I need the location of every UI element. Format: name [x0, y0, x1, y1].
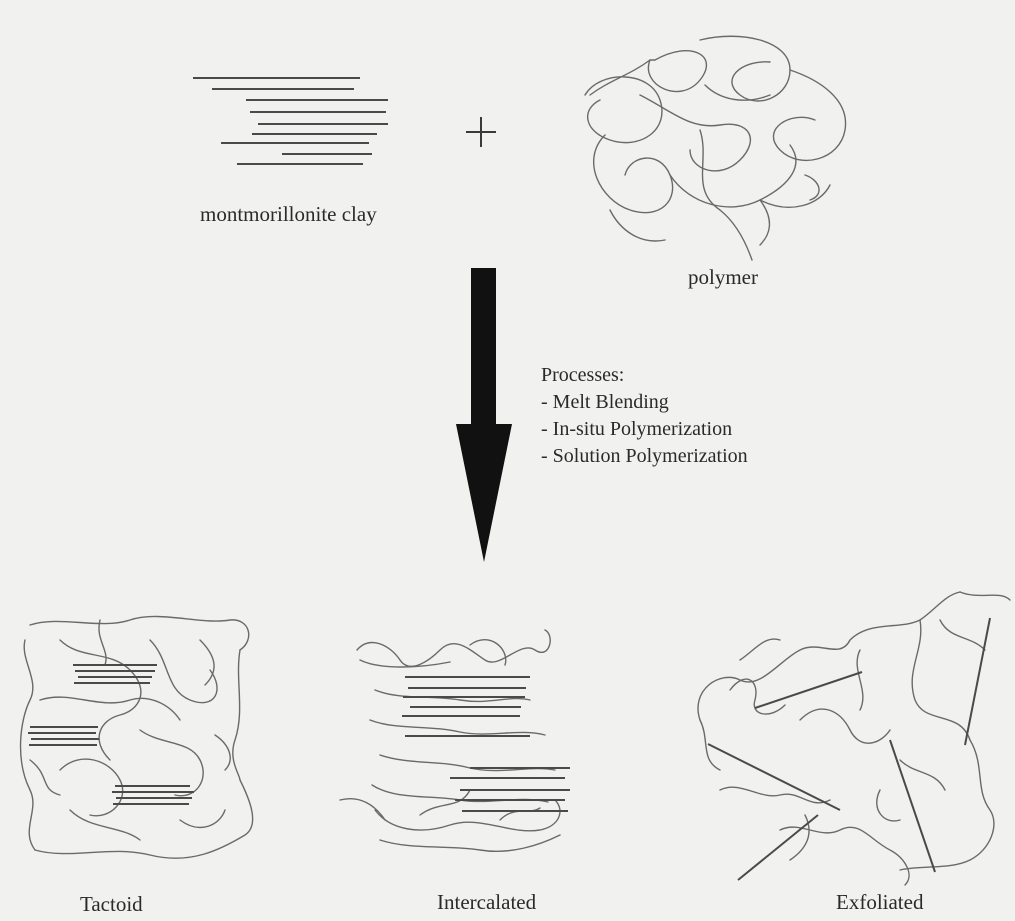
intercalated-label: Intercalated	[437, 890, 536, 915]
processes-heading: Processes:	[541, 362, 748, 389]
process-item-in-situ: - In-situ Polymerization	[541, 416, 748, 443]
exfoliated-label: Exfoliated	[836, 890, 923, 915]
polymer-label: polymer	[688, 265, 758, 290]
polymer-coil	[585, 36, 846, 260]
intercalated-structure	[340, 630, 570, 851]
clay-layers	[193, 78, 388, 164]
tactoid-label: Tactoid	[80, 892, 143, 917]
plus-sign	[466, 117, 496, 147]
process-arrow	[456, 268, 512, 562]
process-item-solution: - Solution Polymerization	[541, 443, 748, 470]
process-item-melt-blending: - Melt Blending	[541, 389, 748, 416]
processes-list: Processes: - Melt Blending - In-situ Pol…	[541, 362, 748, 470]
exfoliated-structure	[698, 592, 1010, 885]
tactoid-structure	[21, 616, 253, 858]
clay-label: montmorillonite clay	[200, 202, 377, 227]
